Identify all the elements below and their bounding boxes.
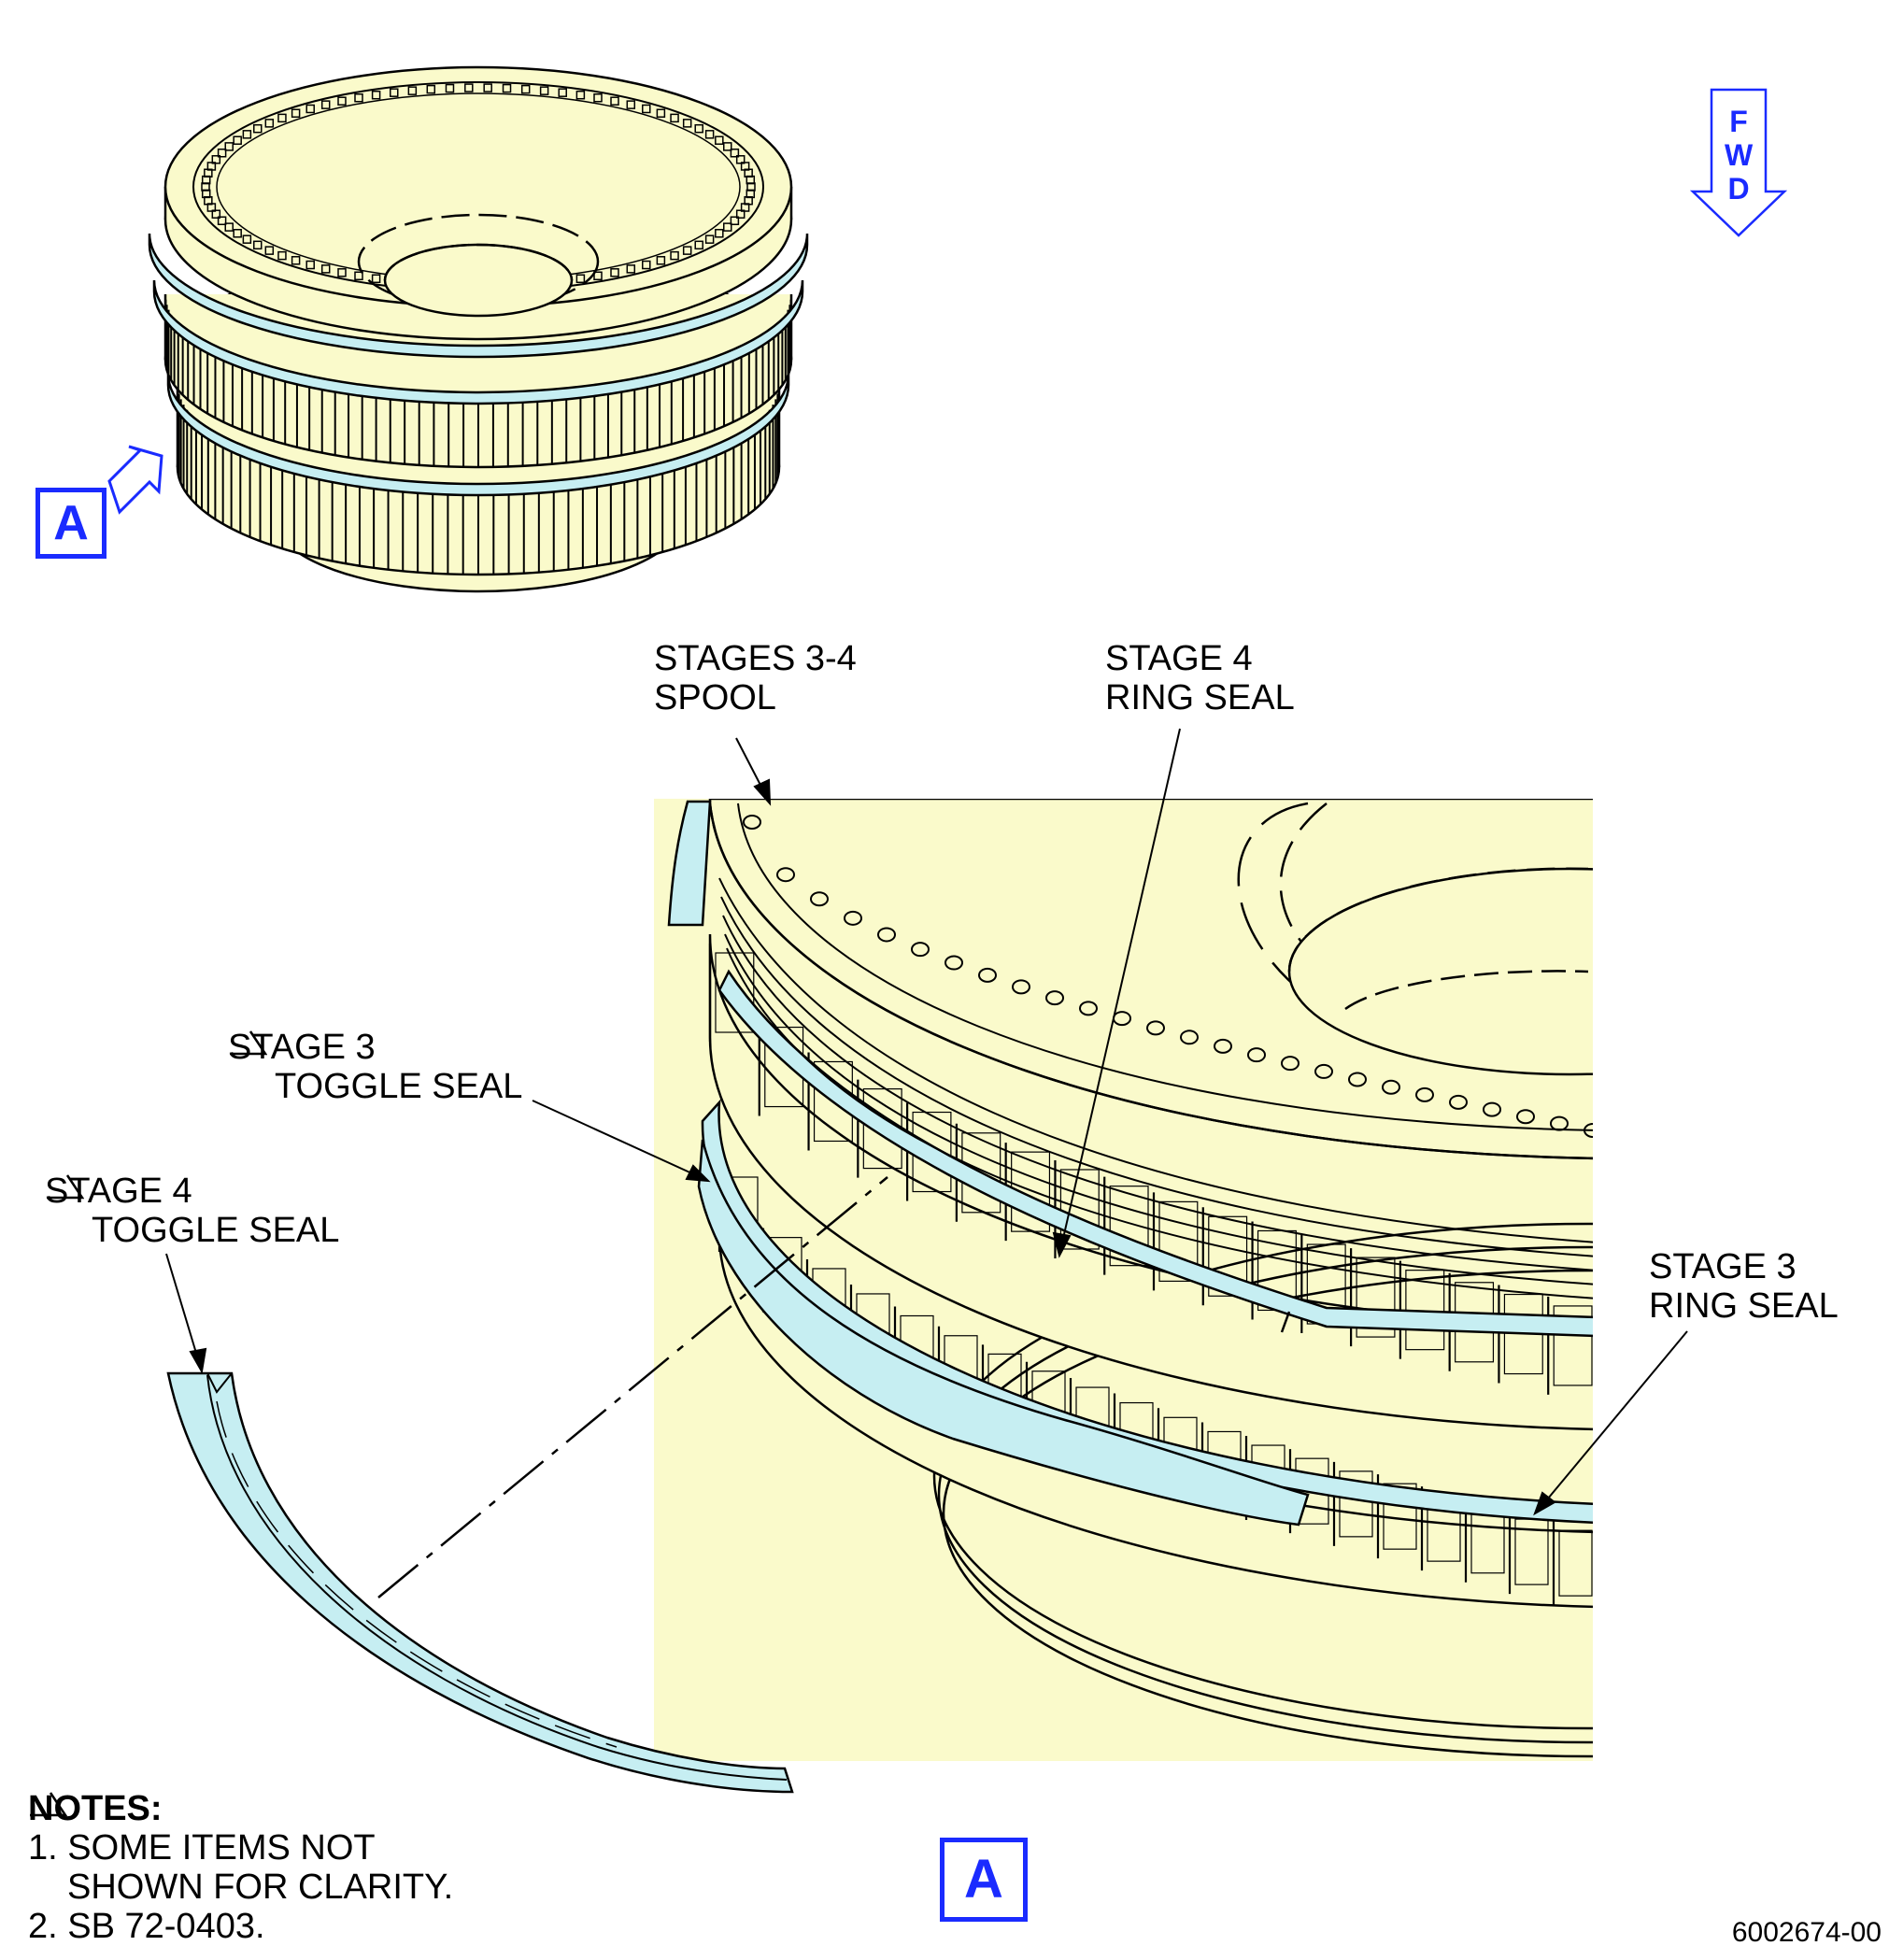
sb-change-triangle-icon <box>47 1174 84 1200</box>
fwd-indicator: F W D <box>1725 105 1753 206</box>
notes-title: NOTES: <box>28 1789 163 1828</box>
view-reference-letter: A <box>53 496 89 550</box>
sb-change-triangle-icon <box>30 1792 67 1817</box>
callout-line: STAGE 4 <box>45 1172 339 1211</box>
overview-assembly <box>148 65 809 593</box>
view-reference-box-detail: A <box>940 1838 1028 1922</box>
notes-block: NOTES: 1. SOME ITEMS NOT SHOWN FOR CLARI… <box>28 1789 453 1946</box>
callout-line: STAGE 3 <box>1649 1247 1797 1286</box>
callout-stage3-toggle-seal: STAGE 3 TOGGLE SEAL <box>228 1028 522 1106</box>
fwd-arrow <box>1689 88 1788 237</box>
note-1-line-2: SHOWN FOR CLARITY. <box>67 1868 454 1907</box>
leader-lines <box>165 728 1688 1516</box>
callout-line: TOGGLE SEAL <box>275 1067 523 1106</box>
callout-line: STAGE 3 <box>228 1028 522 1067</box>
callout-line: STAGE 4 <box>1105 639 1253 678</box>
view-reference-letter: A <box>964 1849 1003 1910</box>
note-2-text: SB 72-0403. <box>67 1907 265 1946</box>
fwd-letter: F <box>1729 105 1748 138</box>
detail-view-a <box>654 799 1593 1761</box>
callout-spool: STAGES 3-4 SPOOL <box>654 639 857 717</box>
note-1-line-1: 1. SOME ITEMS NOT <box>28 1828 376 1868</box>
sb-change-triangle-icon <box>230 1030 267 1056</box>
callout-line: RING SEAL <box>1649 1286 1839 1326</box>
callout-line: TOGGLE SEAL <box>92 1211 340 1250</box>
view-reference-box-overview: A <box>36 488 107 559</box>
figure-id: 6002674-00 <box>1731 1917 1882 1948</box>
callout-line: STAGES 3-4 <box>654 639 857 678</box>
callout-stage3-ring-seal: STAGE 3 RING SEAL <box>1649 1247 1839 1326</box>
callout-stage4-toggle-seal: STAGE 4 TOGGLE SEAL <box>45 1172 339 1250</box>
callout-line: RING SEAL <box>1105 678 1295 717</box>
view-direction-arrow <box>107 445 163 515</box>
note-2: 2. SB 72-0403. <box>28 1792 453 1946</box>
callout-stage4-ring-seal: STAGE 4 RING SEAL <box>1105 639 1295 717</box>
note-2-number: 2. <box>28 1907 58 1946</box>
fwd-letter: D <box>1727 172 1750 206</box>
loose-toggle-seal <box>166 1371 794 1794</box>
callout-line: SPOOL <box>654 678 776 717</box>
fwd-letter: W <box>1725 138 1754 172</box>
